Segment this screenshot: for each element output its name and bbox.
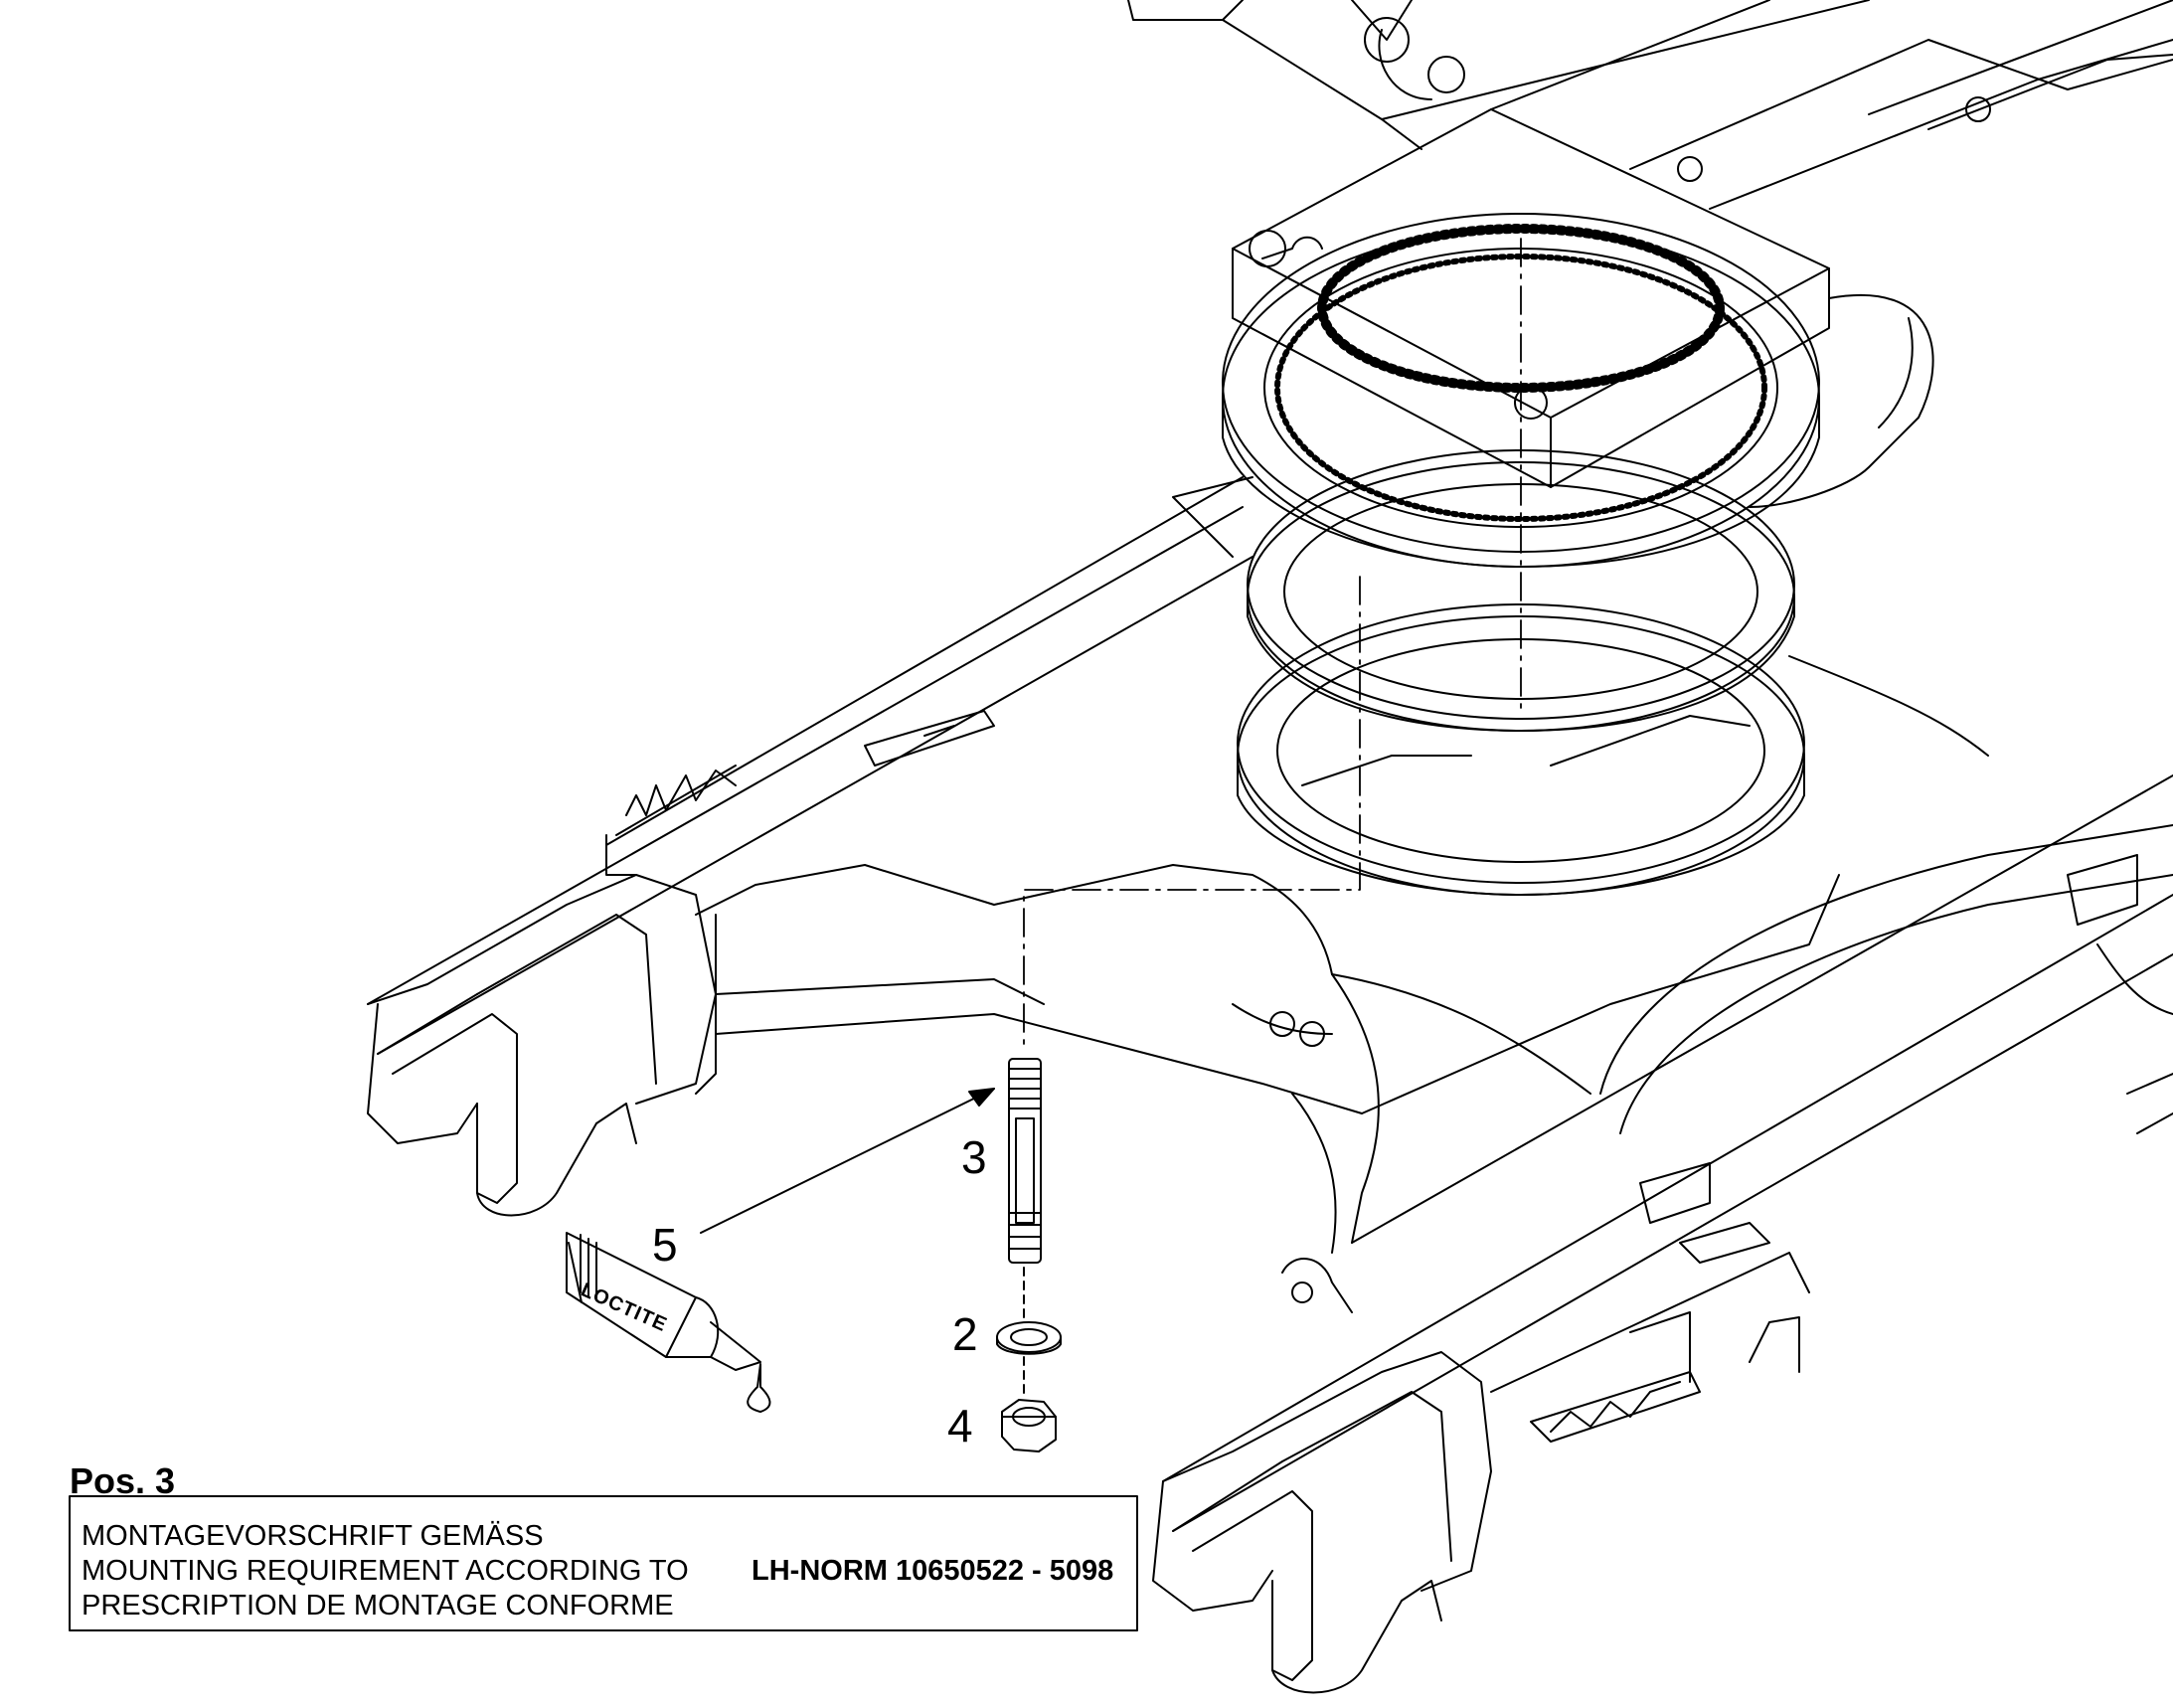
leader-line-5 [700, 1088, 995, 1234]
note-line-fr: PRESCRIPTION DE MONTAGE CONFORME [82, 1590, 674, 1622]
car-body-crossmember [1172, 476, 1989, 1114]
left-track-frame [367, 476, 1380, 1254]
right-track-frame [1152, 774, 2173, 1694]
callout-4: 4 [947, 1400, 973, 1452]
callout-5: 5 [652, 1219, 678, 1271]
loctite-tube [566, 1232, 771, 1413]
note-line-de: MONTAGEVORSCHRIFT GEMÄSS [82, 1520, 544, 1552]
norm-reference: LH-NORM 10650522 - 5098 [752, 1555, 1113, 1587]
upper-frame [1127, 0, 2173, 508]
nut-pos-4 [1001, 1399, 1057, 1452]
stud-bolt-pos-3 [1008, 1058, 1042, 1264]
note-line-en: MOUNTING REQUIREMENT ACCORDING TO [82, 1555, 689, 1587]
note-box [69, 1495, 1138, 1631]
callout-3: 3 [961, 1131, 987, 1183]
assembly-centerline [1023, 238, 1522, 1045]
washer-pos-2 [996, 1321, 1062, 1355]
pos-title: Pos. 3 [70, 1460, 175, 1501]
leader-arrowhead-5 [968, 1088, 995, 1107]
callout-2: 2 [952, 1308, 978, 1360]
